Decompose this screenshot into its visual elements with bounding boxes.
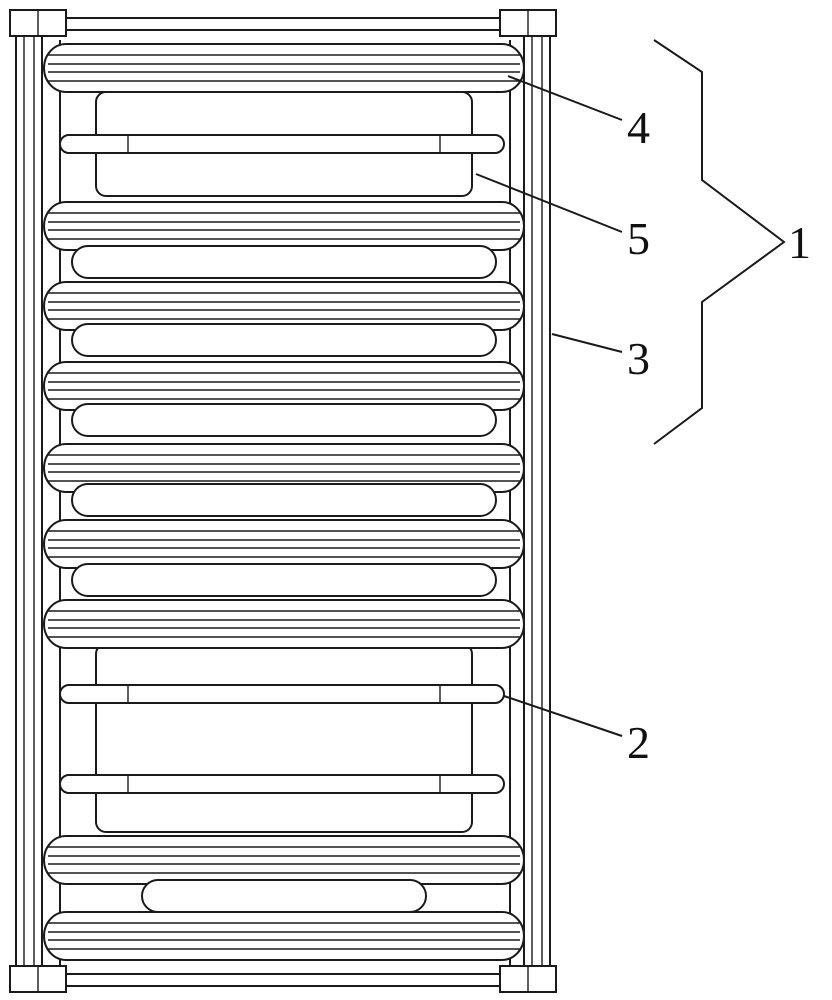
ribbed-tube xyxy=(43,443,525,493)
leader-2 xyxy=(503,695,623,737)
frame-lower xyxy=(95,643,473,833)
right-side-pipe xyxy=(523,33,551,971)
leader-4 xyxy=(507,75,623,121)
ribbed-tube xyxy=(43,281,525,331)
ribbed-tube xyxy=(43,519,525,569)
label-frame: 5 xyxy=(627,213,650,264)
ribbed-tube xyxy=(43,911,525,961)
label-tube: 4 xyxy=(627,102,650,153)
towel-bar xyxy=(59,684,505,704)
label-heating-unit: 1 xyxy=(788,217,811,268)
brace-1 xyxy=(653,39,786,445)
ribbed-tube xyxy=(43,43,525,93)
towel-bar xyxy=(59,774,505,794)
tube-group xyxy=(43,43,525,961)
small-tube xyxy=(141,879,427,913)
small-tube-group xyxy=(71,245,497,913)
ribbed-tube xyxy=(43,835,525,885)
ribbed-tube xyxy=(43,361,525,411)
small-tube xyxy=(71,563,497,597)
ribbed-tube xyxy=(43,599,525,649)
ribbed-tube xyxy=(43,201,525,251)
towel-bar-group xyxy=(59,134,505,794)
small-tube xyxy=(71,483,497,517)
left-side-pipe xyxy=(15,33,43,971)
small-tube xyxy=(71,403,497,437)
label-towel-bar: 2 xyxy=(627,717,650,768)
small-tube xyxy=(71,323,497,357)
towel-bar xyxy=(59,134,505,154)
small-tube xyxy=(71,245,497,279)
leader-3 xyxy=(551,333,623,353)
label-side-pipe: 3 xyxy=(627,333,650,384)
leader-5 xyxy=(475,173,623,233)
